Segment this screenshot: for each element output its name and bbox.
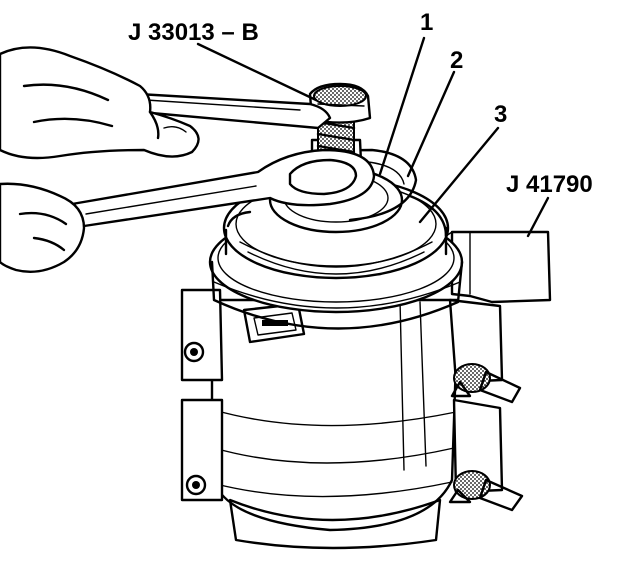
compressor-body xyxy=(180,288,524,550)
callout-3: 3 xyxy=(494,101,507,128)
leader-3 xyxy=(418,126,500,224)
spanner-wrench xyxy=(70,148,376,228)
label-tool-right: J 41790 xyxy=(506,171,593,198)
callout-2: 2 xyxy=(450,47,463,74)
callout-1: 1 xyxy=(420,9,433,36)
label-tool-upper: J 33013 – B xyxy=(128,19,259,46)
leader-tool-right xyxy=(526,196,550,238)
leader-2 xyxy=(406,70,456,178)
leader-lines xyxy=(196,36,550,238)
leader-1 xyxy=(378,36,426,176)
lower-hand xyxy=(0,182,86,273)
wing-nut-lower xyxy=(448,470,524,512)
wing-nut-upper xyxy=(450,363,522,404)
leader-tool-upper xyxy=(196,42,318,102)
upper-hand xyxy=(0,46,200,160)
upper-wrench xyxy=(136,92,332,130)
